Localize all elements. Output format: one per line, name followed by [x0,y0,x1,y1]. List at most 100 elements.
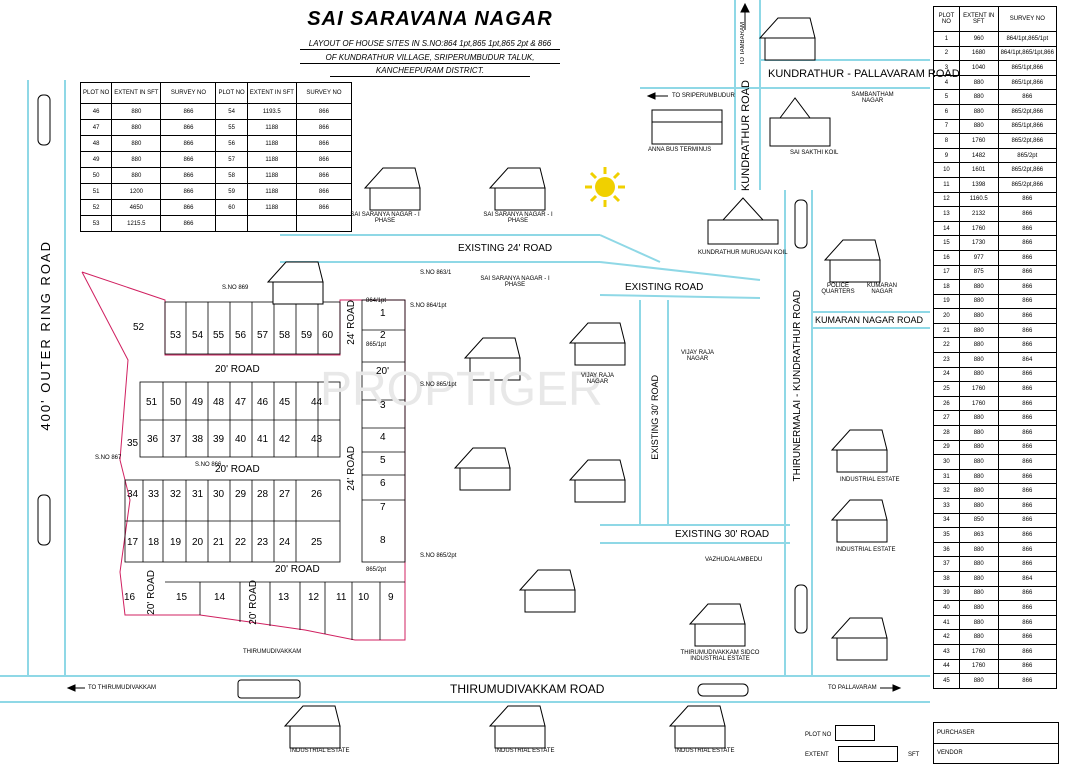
house-icon [830,499,888,543]
plot-number: 51 [146,397,158,408]
outer-ring-road-label: 400' OUTER RING ROAD [38,240,53,431]
plot-number: 11 [336,592,347,603]
plot-number: 18 [148,537,160,548]
table-cell: 866 [997,308,1058,324]
table-cell: 880 [958,322,999,339]
plot-number: 27 [279,489,291,500]
plot-number: 9 [388,592,394,603]
table-cell: 880 [958,673,999,689]
table-cell: 59 [215,183,248,200]
table-cell: 880 [111,167,162,184]
house-icon [823,239,881,283]
table-cell: 1680 [958,45,999,62]
table-cell: 864/1pt,865/1pt,866 [997,45,1058,62]
place-label: INDUSTRIAL ESTATE [495,748,555,754]
col-extent: EXTENT IN SFT [246,82,297,104]
table-cell: 2132 [958,206,999,222]
table-cell: 20 [933,308,960,324]
table-cell: 880 [958,541,999,558]
table-cell: 1040 [958,60,999,76]
survey-label: S.NO 864/1pt [410,303,447,309]
table-cell: 880 [958,498,999,514]
table-cell: 866 [160,103,217,120]
house-icon [453,447,511,491]
road-20-vertical-label: 20' ROAD [146,570,157,615]
table-cell: 8 [933,133,960,149]
to-thirumudivakkam-label: TO THIRUMUDIVAKKAM [88,685,157,691]
footer-plot-no-label: PLOT NO [805,732,832,738]
table-cell: 1193.5 [246,103,297,120]
plot-number: 25 [311,537,323,548]
place-label: KUMARAN NAGAR [866,283,897,295]
survey-label: S.NO 865/1pt [420,382,457,388]
table-cell: 880 [958,629,999,645]
house-icon [488,167,546,211]
bus-icon [237,679,301,699]
table-cell: 866 [160,119,217,136]
plot-number: 29 [235,489,247,500]
house-icon [688,603,746,647]
plot-number: 15 [176,592,188,603]
table-cell: 2 [933,45,960,62]
table-cell [215,215,248,232]
table-cell: 52 [79,199,113,216]
table-cell: 41 [933,614,960,631]
plot-number: 28 [257,489,269,500]
table-cell: 46 [79,103,113,120]
plot-number: 3 [380,400,386,411]
table-cell: 866 [997,410,1058,427]
table-cell: 866 [295,183,352,200]
house-icon [488,705,546,749]
table-cell: 866 [997,322,1058,339]
to-sriperumbudur-label: TO SRIPERUMBUDUR [672,93,735,99]
table-cell: 47 [79,119,113,136]
existing-30-road-label: EXISTING 30' ROAD [675,529,770,540]
kundrathur-road-label: KUNDRATHUR ROAD [740,80,752,192]
table-cell: 15 [933,235,960,251]
house-icons [266,17,888,749]
thirunermalai-road-label: THIRUNERMALAI - KUNDRATHUR ROAD [792,290,803,482]
place-label: POLICE QUARTERS [821,283,855,295]
table-cell: 1188 [246,151,297,168]
plot-number: 42 [279,434,291,445]
road-24-vertical-label: 24' ROAD [346,446,357,491]
table-cell: 866 [997,527,1058,543]
table-cell: 866 [997,454,1058,470]
table-cell: 866 [160,167,217,184]
table-cell: 866 [160,135,217,152]
table-cell: 40 [933,600,960,616]
plot-number: 44 [311,397,323,408]
table-cell: 880 [958,293,999,310]
table-cell: 866 [295,103,352,120]
table-cell: 865/2pt,866 [997,103,1058,120]
table-cell: 880 [958,352,999,368]
to-tambaram-label: TO TAMBARAM [740,22,746,66]
place-label: VIJAY RAJA NAGAR [680,350,715,362]
plot-number: 2 [380,330,386,341]
table-cell: 1200 [111,183,162,200]
table-cell: 50 [79,167,113,184]
table-cell: 24 [933,366,960,383]
car-icon [697,683,749,697]
table-cell: 54 [215,103,248,120]
plot-number: 47 [235,397,247,408]
place-label: SAMBANTHAM NAGAR [851,92,894,104]
table-cell: 1760 [958,395,999,412]
